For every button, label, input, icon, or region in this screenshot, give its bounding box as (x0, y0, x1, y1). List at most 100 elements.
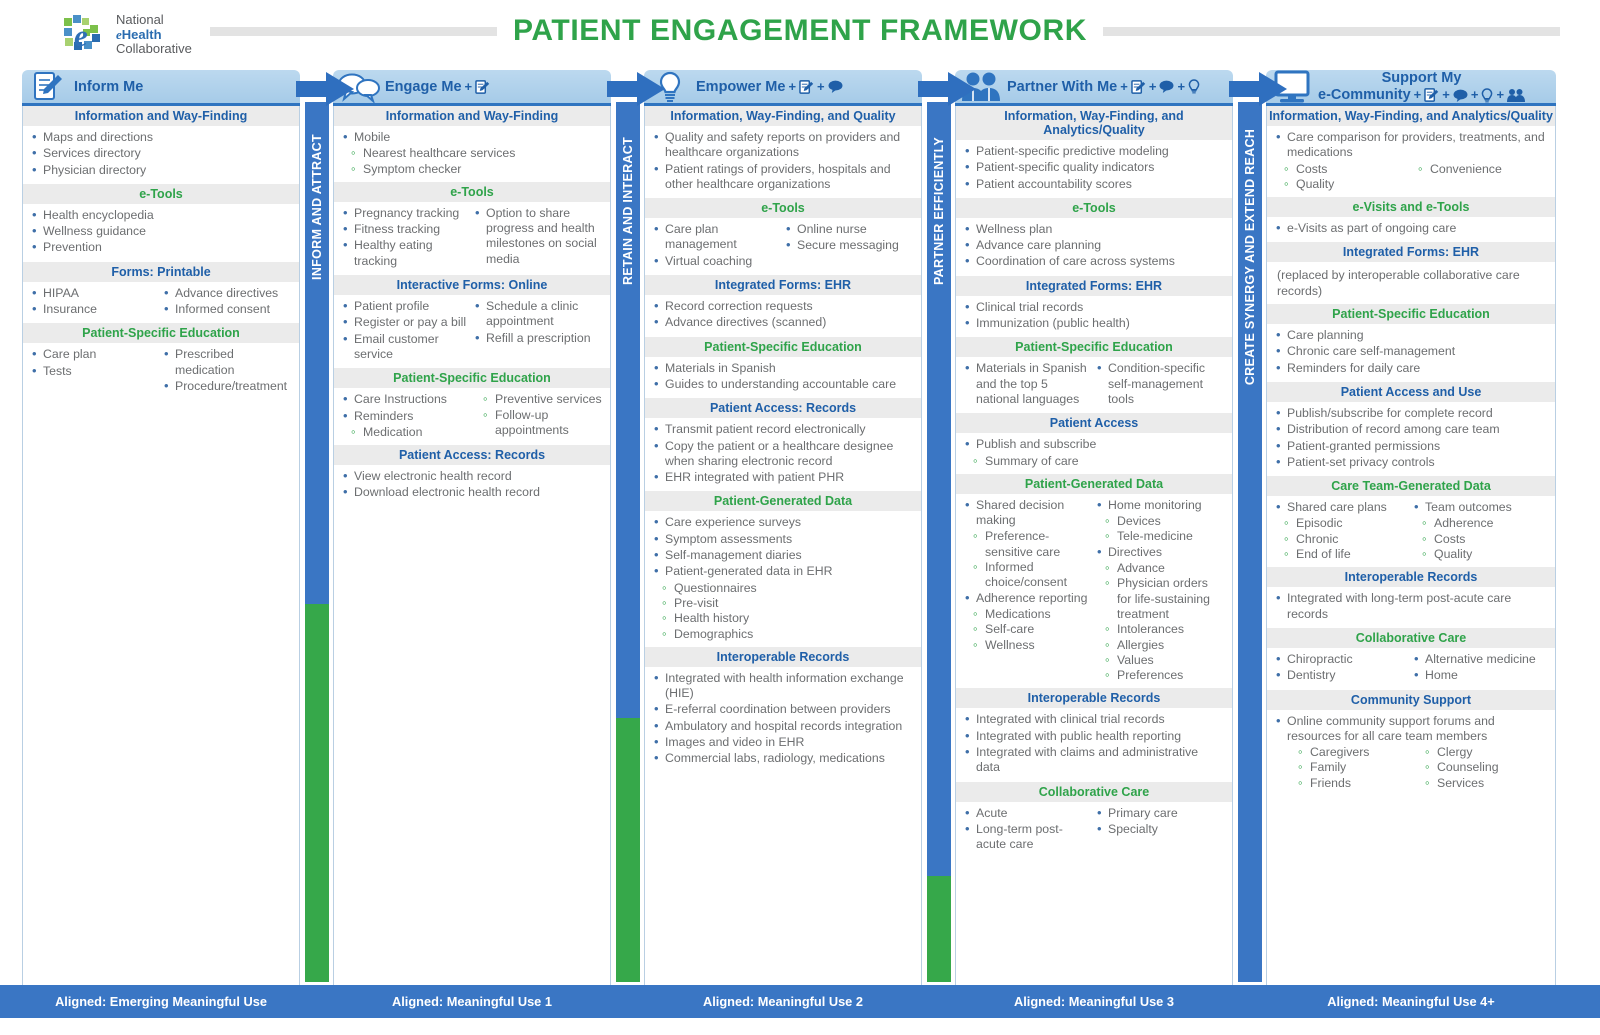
section-plain-text: (replaced by interoperable collaborative… (1277, 268, 1520, 298)
sub-list-item: Preferences (1104, 667, 1224, 683)
bullet-list: Online community support forums and reso… (1275, 713, 1547, 745)
section-patient-access-records: Patient Access: RecordsTransmit patient … (645, 398, 921, 491)
sub-column-left: CaregiversFamilyFriends (1297, 744, 1420, 791)
column-title-text: Partner With Me (1007, 78, 1118, 95)
brand-line-3: Collaborative (116, 41, 192, 57)
list-item: Care comparison for providers, treatment… (1275, 129, 1547, 161)
list-item: Integrated with long-term post-acute car… (1275, 590, 1547, 622)
section-heading: Information and Way-Finding (334, 106, 610, 126)
section-information-way-finding-and-analytics-quality: Information, Way-Finding, and Analytics/… (1267, 106, 1555, 197)
section-body: Health encyclopediaWellness guidancePrev… (23, 204, 299, 262)
column-body: Information, Way-Finding, and Analytics/… (1266, 106, 1556, 1018)
section-left-tree: Shared care plansEpisodicChronicEnd of l… (1275, 499, 1409, 562)
list-item: Health encyclopedia (31, 207, 291, 223)
section-heading: Patient-Generated Data (956, 473, 1232, 494)
connector-label: CREATE SYNERGY AND EXTEND REACH (1243, 128, 1257, 385)
list-item: Advance directives (163, 285, 291, 301)
list-item: Quality and safety reports on providers … (653, 129, 913, 161)
list-item: Shared care plans (1275, 499, 1409, 515)
section-patient-access: Patient AccessPublish and subscribeSumma… (956, 413, 1232, 474)
connector-green-segment (927, 876, 951, 982)
sub-column-right: ClergyCounselingServices (1424, 744, 1547, 791)
sub-bullet-list: Medication (350, 424, 470, 440)
list-item: Care plan (31, 346, 159, 362)
list-item: Distribution of record among care team (1275, 421, 1547, 437)
sub-list-item: Family (1297, 759, 1420, 775)
connector-green-segment (616, 718, 640, 982)
list-item: Alternative medicine (1413, 651, 1547, 667)
section-body: e-Visits as part of ongoing care (1267, 217, 1555, 242)
list-item: Maps and directions (31, 129, 291, 145)
list-item: Schedule a clinic appointment (474, 298, 602, 330)
sub-list-item: Costs (1283, 161, 1413, 177)
section-heading: Patient-Specific Education (1267, 304, 1555, 325)
list-item: Services directory (31, 145, 291, 161)
list-item: E-referral coordination between provider… (653, 701, 913, 717)
bullet-list: Option to share progress and health mile… (474, 205, 602, 267)
list-item: Care planning (1275, 327, 1547, 343)
section-heading: Information, Way-Finding, and Quality (645, 106, 921, 126)
list-item: Publish/subscribe for complete record (1275, 405, 1547, 421)
connector-label: INFORM AND ATTRACT (310, 134, 324, 281)
bullet-list: Materials in Spanish and the top 5 natio… (964, 360, 1092, 407)
section-heading: Integrated Forms: EHR (1267, 242, 1555, 263)
connector-blue-segment (616, 102, 640, 718)
section-column-right: Prescribed medicationProcedure/treatment (163, 346, 291, 395)
plus-sign: + (1470, 87, 1479, 102)
section-heading: Patient-Specific Education (645, 336, 921, 357)
bullet-list: Quality and safety reports on providers … (653, 129, 913, 192)
bullet-list: Team outcomesAdherenceCostsQuality (1413, 499, 1547, 562)
sub-list-item: Nearest healthcare services (350, 145, 602, 161)
column-header: Empower Me++ (644, 70, 922, 106)
section-column-right: Alternative medicineHome (1413, 651, 1547, 685)
section-body: Care planTestsPrescribed medicationProce… (23, 343, 299, 400)
column-header: Partner With Me+++ (955, 70, 1233, 106)
section-e-tools: e-ToolsPregnancy trackingFitness trackin… (334, 181, 610, 275)
sub-bullet-list: DevicesTele-medicine (1104, 513, 1224, 545)
column-title-text: Engage Me (385, 78, 462, 95)
section-heading: Patient-Specific Education (956, 337, 1232, 358)
sub-list-item: Advance (1104, 560, 1224, 576)
list-item: Home monitoring (1096, 497, 1224, 513)
sub-list-item: Costs (1421, 531, 1547, 547)
plus-sign: + (1177, 78, 1186, 94)
section-column-left: Care planTests (31, 346, 159, 395)
list-item: Chiropractic (1275, 651, 1409, 667)
section-heading: Collaborative Care (956, 781, 1232, 802)
section-patient-specific-education: Patient-Specific EducationCare planningC… (1267, 304, 1555, 382)
list-item: Commercial labs, radiology, medications (653, 750, 913, 766)
sub-list-item: Values (1104, 652, 1224, 668)
section-left-tree: Shared decision makingPreference-sensiti… (964, 497, 1092, 684)
bullet-list: Patient profileRegister or pay a billEma… (342, 298, 470, 362)
sub-list-item: Adherence (1421, 515, 1547, 531)
sub-list-item: Physician orders for life-sustaining tre… (1104, 575, 1224, 622)
plus-sign: + (1496, 87, 1505, 102)
section-body: Patient profileRegister or pay a billEma… (334, 295, 610, 368)
list-item: EHR integrated with patient PHR (653, 469, 913, 485)
speech-bubble-icon (1453, 89, 1468, 102)
section-patient-specific-education: Patient-Specific EducationCare Instructi… (334, 368, 610, 445)
sub-list-item: Medications (972, 606, 1092, 622)
sub-list-item: Tele-medicine (1104, 528, 1224, 544)
form-pencil-icon (475, 79, 490, 94)
sub-list-item: End of life (1283, 546, 1409, 562)
bullet-list: View electronic health recordDownload el… (342, 468, 602, 501)
sub-two-column-group: CaregiversFamilyFriendsClergyCounselingS… (1297, 744, 1547, 791)
sub-list-item: Convenience (1417, 161, 1547, 177)
list-item: Directives (1096, 544, 1224, 560)
list-item: Patient-specific quality indicators (964, 159, 1224, 175)
list-item: Patient-set privacy controls (1275, 454, 1547, 470)
list-item: Wellness guidance (31, 223, 291, 239)
sub-list-item: Wellness (972, 637, 1092, 653)
section-information-and-way-finding: Information and Way-FindingMobileNearest… (334, 106, 610, 182)
bullet-list: e-Visits as part of ongoing care (1275, 220, 1547, 236)
list-item: e-Visits as part of ongoing care (1275, 220, 1547, 236)
column-body: Information and Way-FindingMobileNearest… (333, 106, 611, 1018)
sub-list-item: Pre-visit (661, 595, 913, 611)
section-column-left: Care plan managementVirtual coaching (653, 221, 781, 270)
section-column-left: Materials in Spanish and the top 5 natio… (964, 360, 1092, 408)
section-patient-specific-education: Patient-Specific EducationMaterials in S… (956, 337, 1232, 413)
bullet-list: Maps and directionsServices directoryPhy… (31, 129, 291, 178)
section-e-tools: e-ToolsWellness planAdvance care plannin… (956, 197, 1232, 276)
